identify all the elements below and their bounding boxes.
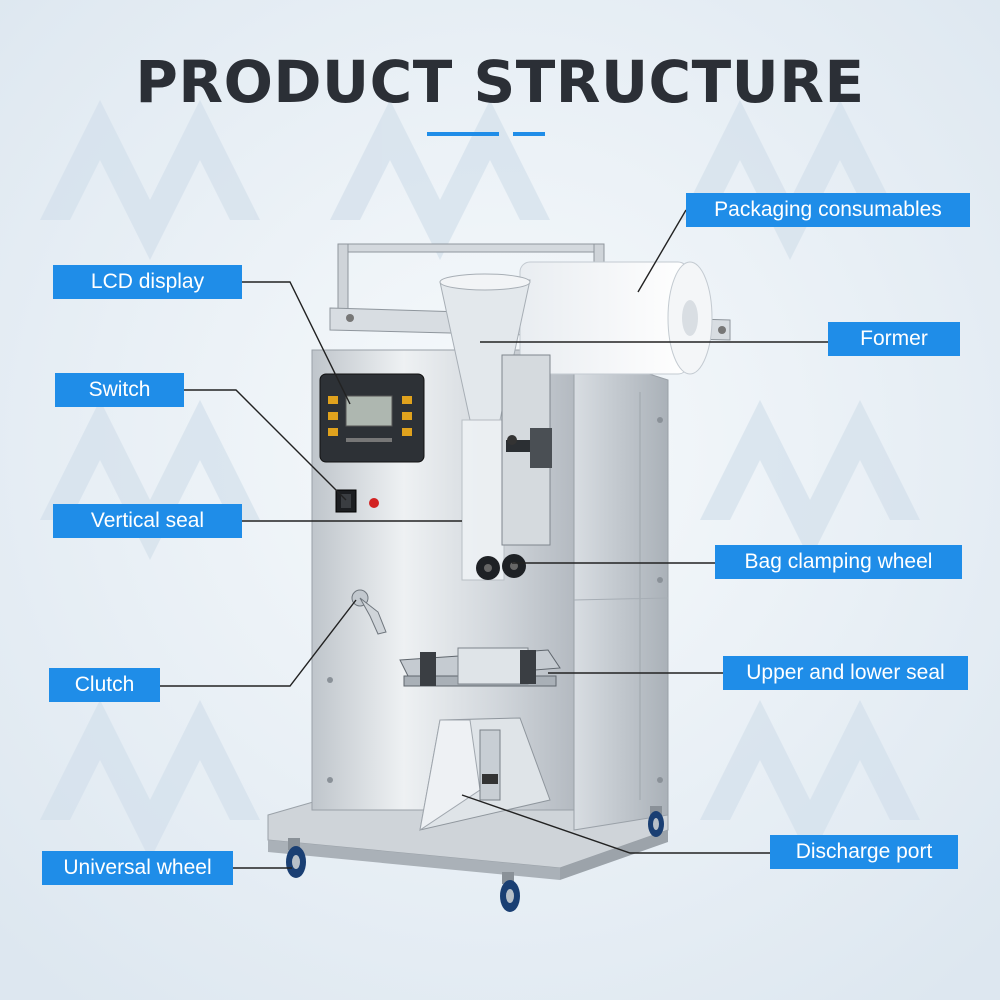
caster-left: [286, 838, 306, 878]
label-switch: Switch: [55, 373, 184, 407]
leader-packaging: [637, 209, 687, 293]
leader-discharge: [461, 794, 770, 854]
vertical-seal-mechanism: [501, 354, 552, 546]
control-panel: [319, 373, 425, 463]
clutch-handle: [351, 589, 387, 635]
seal-jaws: [399, 647, 561, 687]
leader-lines: [160, 209, 828, 869]
universal-wheels: [286, 806, 664, 912]
caster-right-back: [648, 806, 664, 837]
label-universal-wheel: Universal wheel: [42, 851, 233, 885]
former-funnel: [439, 273, 531, 581]
bag-clamping-wheels: [476, 554, 526, 580]
page-title: PRODUCT STRUCTURE: [135, 48, 865, 116]
label-discharge-port: Discharge port: [770, 835, 958, 869]
label-lcd-display: LCD display: [53, 265, 242, 299]
leader-lcd: [242, 281, 351, 405]
label-former: Former: [828, 322, 960, 356]
label-packaging-consumables: Packaging consumables: [686, 193, 970, 227]
label-vertical-seal: Vertical seal: [53, 504, 242, 538]
leader-switch: [184, 389, 347, 501]
label-bag-clamping-wheel: Bag clamping wheel: [715, 545, 962, 579]
label-upper-and-lower-seal: Upper and lower seal: [723, 656, 968, 690]
title-underline-short: [513, 132, 545, 136]
label-clutch: Clutch: [49, 668, 160, 702]
machine-base: [267, 799, 669, 880]
discharge-chute: [419, 717, 551, 832]
title-underline-long: [427, 132, 499, 136]
leader-clutch: [160, 599, 357, 687]
film-roll: [519, 261, 713, 375]
caster-right-front: [500, 872, 520, 912]
